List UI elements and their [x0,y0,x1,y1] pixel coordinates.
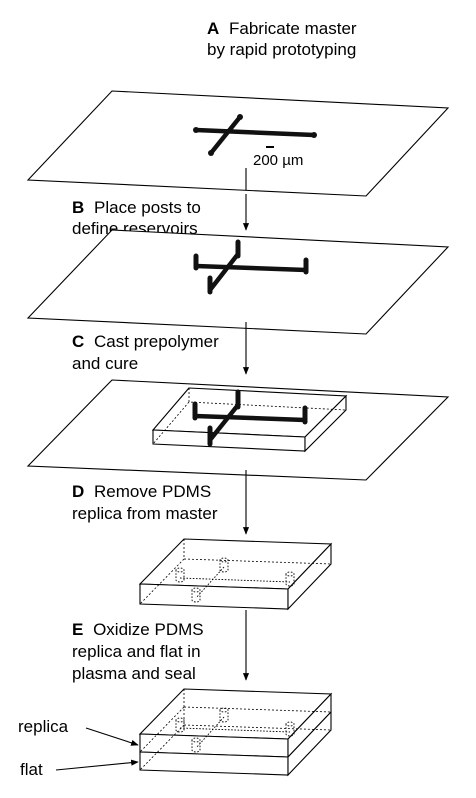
replica-hidden-edges [139,539,332,605]
ghost-post [175,567,185,583]
master-plate-b [26,229,450,335]
ghost-post [219,557,229,573]
step-d-line-1: Remove PDMS [94,482,211,501]
flat-side [287,710,332,777]
step-d-line-2: replica from master [72,504,218,523]
flat-pointer [55,759,139,771]
step-c-letter: C [72,332,84,351]
step-c-line-1: Cast prepolymer [94,332,219,351]
ghost-channel [179,566,291,599]
ghost-channel [179,716,291,749]
step-a-line-1: Fabricate master [229,19,357,38]
channel-cross [208,114,243,156]
step-a-line-2: by rapid prototyping [207,40,356,59]
ghost-post [191,587,201,603]
reservoir-dot [237,114,243,120]
reservoir-dot [311,132,317,138]
device-hidden-edges [139,689,332,771]
ghost-post [175,717,185,733]
step-d-title: D Remove PDMS [72,482,211,501]
step-e-line-1: Oxidize PDMS [93,620,204,639]
replica-label: replica [18,717,69,736]
step-e-letter: E [72,620,83,639]
step-b-letter: B [72,198,84,217]
replica-front [139,583,289,610]
master-sheet [26,229,450,335]
step-e-line-2: replica and flat in [72,642,201,661]
master-plate-a: 200 µm [26,90,450,197]
channel-cross [207,251,241,293]
channel-horizontal [193,127,317,138]
step-b-line-1: Place posts to [94,198,201,217]
step-c-line-2: and cure [72,354,138,373]
ghost-post [285,721,295,737]
sealed-device-e [138,688,333,777]
replica-pointer [85,727,139,746]
step-e-line-3: plasma and seal [72,664,196,683]
master-sheet [26,90,450,197]
step-c-title: C Cast prepolymer [72,332,219,351]
step-e-title: E Oxidize PDMS [72,620,204,639]
step-a-letter: A [207,19,219,38]
pdms-replica-d [138,538,333,611]
scale-label: 200 µm [253,152,303,169]
ghost-post [219,707,229,723]
step-a-title: A Fabricate master [207,19,357,38]
ghost-post [191,737,201,753]
channel-horizontal [193,263,309,273]
master-plate-c [26,379,450,481]
step-d-letter: D [72,482,84,501]
reservoir-dot [193,127,199,133]
ghost-post [285,571,295,587]
step-b-title: B Place posts to [72,198,201,217]
pdms-hidden-edges [152,388,347,445]
flat-label: flat [20,760,43,779]
reservoir-dot [208,150,214,156]
replica-side [287,542,332,611]
channel-cross [207,402,241,443]
channel-horizontal [192,413,308,423]
